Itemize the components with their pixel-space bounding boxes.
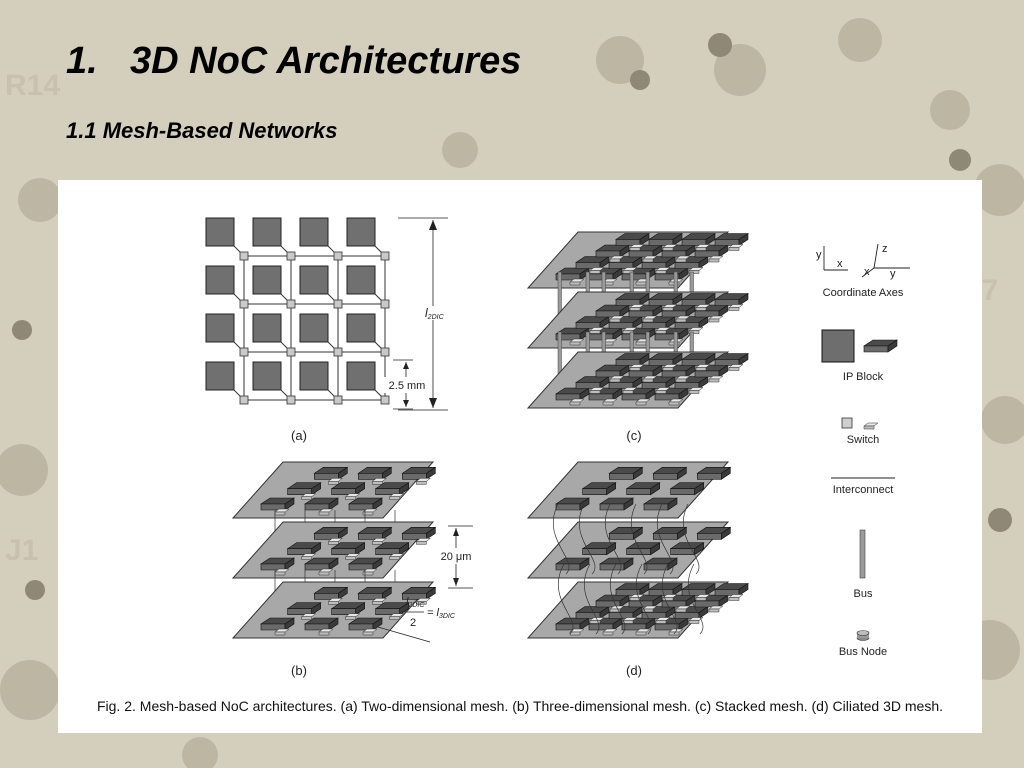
svg-text:y: y bbox=[816, 249, 822, 261]
mesh-2d-grid bbox=[206, 218, 389, 404]
figure-canvas: l2DIC 2.5 mm (a) (c) 20 μm l2 bbox=[58, 180, 982, 733]
legend-ip-block-label: IP Block bbox=[843, 371, 884, 383]
panel-c-label: (c) bbox=[626, 428, 641, 443]
svg-text:x: x bbox=[837, 258, 843, 270]
switch bbox=[381, 300, 389, 308]
switch bbox=[334, 348, 342, 356]
switch bbox=[334, 252, 342, 260]
ciliated-mesh-layers bbox=[528, 462, 748, 638]
svg-text:2.5 mm: 2.5 mm bbox=[389, 380, 426, 392]
svg-text:= l3DIC: = l3DIC bbox=[427, 607, 456, 620]
ip-block bbox=[300, 362, 328, 390]
ip-block bbox=[206, 314, 234, 342]
dimension-layer-gap: 20 μm bbox=[436, 526, 476, 588]
switch-icon bbox=[842, 418, 852, 428]
ip-block bbox=[347, 314, 375, 342]
ip-block bbox=[347, 218, 375, 246]
panel-d-ciliated-mesh: (d) bbox=[528, 462, 748, 678]
panel-a-2d-mesh: l2DIC 2.5 mm (a) bbox=[206, 218, 448, 443]
switch bbox=[240, 300, 248, 308]
switch bbox=[240, 348, 248, 356]
svg-text:z: z bbox=[882, 243, 888, 255]
switch bbox=[334, 300, 342, 308]
slide-title: 1.3D NoC Architectures bbox=[66, 40, 521, 83]
ip-block bbox=[300, 314, 328, 342]
ip-block bbox=[206, 218, 234, 246]
dimension-2d-spacing: 2.5 mm bbox=[383, 360, 431, 409]
ip-block-3d-icon bbox=[864, 340, 897, 352]
title-text: 3D NoC Architectures bbox=[130, 40, 521, 82]
legend-interconnect-label: Interconnect bbox=[833, 484, 894, 496]
panel-b-3d-mesh: 20 μm l2DIC 2 = l3DIC (b) bbox=[233, 462, 476, 678]
svg-text:R14: R14 bbox=[5, 69, 60, 102]
panel-c-stacked-mesh: (c) bbox=[528, 232, 748, 443]
svg-text:x: x bbox=[864, 266, 870, 278]
legend-axes-label: Coordinate Axes bbox=[823, 287, 904, 299]
legend-switch-label: Switch bbox=[847, 434, 879, 446]
stacked-mesh-layers bbox=[528, 232, 748, 408]
ip-block bbox=[347, 266, 375, 294]
svg-text:y: y bbox=[890, 268, 896, 280]
ip-block bbox=[206, 362, 234, 390]
panel-d-label: (d) bbox=[626, 663, 642, 678]
switch bbox=[240, 396, 248, 404]
switch bbox=[287, 252, 295, 260]
svg-text:J1: J1 bbox=[5, 534, 38, 567]
ip-block bbox=[253, 362, 281, 390]
switch bbox=[287, 396, 295, 404]
section-number: 1. bbox=[66, 40, 130, 83]
switch bbox=[240, 252, 248, 260]
bus-node-icon bbox=[857, 631, 869, 641]
ip-block bbox=[300, 266, 328, 294]
panel-b-label: (b) bbox=[291, 663, 307, 678]
ip-block bbox=[300, 218, 328, 246]
figure-caption: Fig. 2. Mesh-based NoC architectures. (a… bbox=[58, 698, 982, 714]
svg-text:20 μm: 20 μm bbox=[441, 551, 472, 563]
legend-bus-label: Bus bbox=[854, 588, 873, 600]
legend: y x z x y Coordinate Axes IP Block Switc… bbox=[816, 243, 910, 658]
switch bbox=[381, 396, 389, 404]
bus-icon bbox=[860, 530, 865, 578]
switch bbox=[381, 252, 389, 260]
ip-block bbox=[253, 314, 281, 342]
switch bbox=[287, 300, 295, 308]
ip-block bbox=[253, 266, 281, 294]
mesh-noc-figure: l2DIC 2.5 mm (a) (c) 20 μm l2 bbox=[58, 180, 982, 733]
3d-mesh-layers bbox=[233, 462, 435, 638]
panel-a-label: (a) bbox=[291, 428, 307, 443]
ip-block-icon bbox=[822, 330, 854, 362]
svg-text:2: 2 bbox=[410, 617, 416, 629]
switch bbox=[381, 348, 389, 356]
switch bbox=[287, 348, 295, 356]
ip-block bbox=[206, 266, 234, 294]
ip-block bbox=[253, 218, 281, 246]
slide-subtitle: 1.1 Mesh-Based Networks bbox=[66, 118, 337, 144]
legend-bus-node-label: Bus Node bbox=[839, 646, 887, 658]
switch bbox=[334, 396, 342, 404]
switch-3d-icon bbox=[864, 423, 878, 429]
ip-block bbox=[347, 362, 375, 390]
